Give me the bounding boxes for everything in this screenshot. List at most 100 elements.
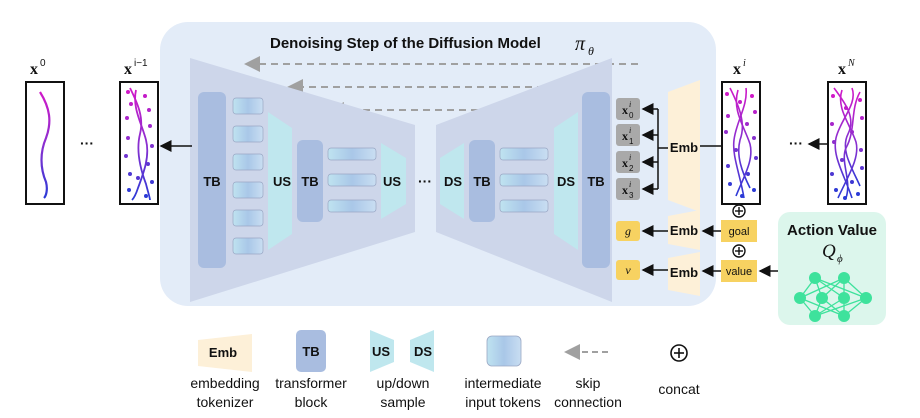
value-token-label: v <box>625 263 631 277</box>
emb-main-label: Emb <box>670 140 698 155</box>
token-u1-5 <box>232 209 264 227</box>
legend-us-icon-label: US <box>372 344 390 359</box>
token-d2-1 <box>499 147 549 161</box>
skip-connections <box>244 56 638 118</box>
legend-intermediate-line2: input tokens <box>465 394 541 410</box>
legend-emb-line2: tokenizer <box>197 394 254 410</box>
downsample-block-1 <box>440 143 464 219</box>
legend-skip-line1: skip <box>576 375 601 391</box>
token-u1-3 <box>232 153 264 171</box>
transformer-block-up-2 <box>297 140 323 222</box>
token-x3-base: x <box>622 183 628 197</box>
token-x1-base: x <box>622 129 628 143</box>
xim1-label-sup: i−1 <box>134 58 148 69</box>
goal-input-label: goal <box>729 226 750 238</box>
embedding-tokenizer-goal <box>668 210 700 250</box>
upsample-block-2 <box>381 143 406 219</box>
token-x2-base: x <box>622 156 628 170</box>
legend-intermediate-line1: intermediate <box>464 375 541 391</box>
token-x3-sub: 3 <box>629 191 634 200</box>
transformer-block-down-2 <box>469 140 495 222</box>
embedding-tokenizer-value <box>668 252 700 296</box>
goal-input-box <box>721 220 757 242</box>
xN-label-sup: N <box>847 58 856 69</box>
legend-ds-icon-label: DS <box>414 344 432 359</box>
neural-network-nodes <box>794 272 872 322</box>
legend-emb-icon-label: Emb <box>209 345 237 360</box>
x0-label-sup: 0 <box>40 58 46 69</box>
trajectory-x0-path <box>39 91 51 199</box>
tb-down-1-label: TB <box>587 174 604 189</box>
tb-up-1-label: TB <box>203 174 220 189</box>
embedding-tokenizer-main <box>668 80 700 212</box>
legend-tb-icon <box>296 330 326 372</box>
token-u1-6 <box>232 237 264 255</box>
legend-us-icon <box>370 330 394 372</box>
action-value-title: Action Value <box>787 222 877 239</box>
token-d2-2 <box>499 173 549 187</box>
q-symbol-sub: ϕ <box>837 253 843 265</box>
transformer-block-up-1 <box>198 92 226 268</box>
token-x0-sup: i <box>629 100 631 109</box>
downsample-block-2 <box>554 112 578 250</box>
intermediate-tokens-down-2 <box>499 147 549 213</box>
right-ellipsis: ··· <box>789 135 803 151</box>
legend-updown-line1: up/down <box>377 375 430 391</box>
policy-symbol-sub: θ <box>588 44 594 58</box>
legend-tb-icon-label: TB <box>302 344 319 359</box>
token-x2-sup: i <box>629 153 631 162</box>
token-x0-base: x <box>622 103 628 117</box>
token-x3 <box>616 178 640 200</box>
emb-to-tokens-arrows <box>641 103 668 195</box>
token-x0-sub: 0 <box>629 111 634 120</box>
transformer-block-down-1 <box>582 92 610 268</box>
value-token <box>616 260 640 280</box>
q-symbol: Q <box>822 241 836 262</box>
trajectory-tokens: x i 0 x i 1 x i 2 x i 3 <box>616 98 640 200</box>
ds-1-label: DS <box>444 174 462 189</box>
token-u1-4 <box>232 181 264 199</box>
legend-emb-icon <box>198 334 252 372</box>
legend-ds-icon <box>410 330 434 372</box>
token-x1-sub: 1 <box>629 137 634 146</box>
trajectory-xN-dots <box>830 94 864 200</box>
xN-label-base: x <box>838 61 846 78</box>
left-ellipsis: ··· <box>80 135 94 151</box>
concat-icon-1 <box>732 204 746 218</box>
goal-token <box>616 221 640 241</box>
trajectory-xim1-dots <box>124 90 154 198</box>
token-d2-3 <box>499 199 549 213</box>
token-u1-2 <box>232 125 264 143</box>
token-u1-1 <box>232 97 264 115</box>
legend-emb-line1: embedding <box>190 375 259 391</box>
token-x3-sup: i <box>629 180 631 189</box>
token-u2-1 <box>327 147 377 161</box>
trajectory-xi-paths <box>729 87 752 199</box>
trajectory-xim1-paths <box>129 87 151 201</box>
value-input-label: value <box>726 266 752 278</box>
intermediate-tokens-up-2 <box>327 147 377 213</box>
concat-icon-2 <box>732 244 746 258</box>
token-x2 <box>616 151 640 173</box>
trajectory-xN-paths <box>833 87 861 199</box>
us-1-label: US <box>273 174 291 189</box>
value-input-box <box>721 260 757 282</box>
panel-title: Denoising Step of the Diffusion Model <box>270 35 541 52</box>
legend-concat-line1: concat <box>658 381 699 397</box>
xim1-label-base: x <box>124 61 132 78</box>
token-u2-2 <box>327 173 377 187</box>
legend-token-icon <box>486 335 522 367</box>
token-x0 <box>616 98 640 120</box>
token-x1-sup: i <box>629 126 631 135</box>
emb-goal-label: Emb <box>670 223 698 238</box>
legend: Emb embedding tokenizer TB transformer b… <box>190 330 700 410</box>
legend-updown-line2: sample <box>380 394 425 410</box>
token-u2-3 <box>327 199 377 213</box>
upsample-block-1 <box>268 112 292 250</box>
token-x2-sub: 2 <box>629 164 634 173</box>
trajectory-xi-dots <box>724 92 758 198</box>
emb-value-label: Emb <box>670 265 698 280</box>
ds-2-label: DS <box>557 174 575 189</box>
tb-down-2-label: TB <box>473 174 490 189</box>
x0-label-base: x <box>30 61 38 78</box>
